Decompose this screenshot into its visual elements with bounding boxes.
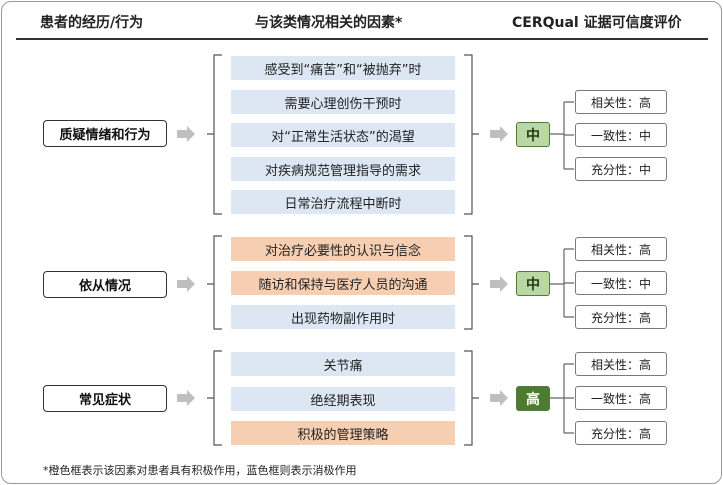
- header-divider: [16, 38, 708, 40]
- confidence-badge: 中: [516, 271, 550, 296]
- criterion-box: 充分性：中: [575, 157, 667, 181]
- confidence-badge: 高: [516, 386, 550, 411]
- criteria-connector: [550, 363, 574, 434]
- left-bracket: [207, 54, 222, 215]
- criterion-box: 一致性：中: [575, 123, 667, 147]
- factor-box: 积极的管理策略: [231, 421, 455, 445]
- criteria-connector: [550, 248, 574, 318]
- factor-box: 对治疗必要性的认识与信念: [231, 237, 455, 261]
- criteria-connector: [550, 101, 574, 170]
- arrow-icon: [490, 390, 508, 406]
- factor-box: 对疾病规范管理指导的需求: [231, 157, 455, 181]
- category-box: 质疑情绪和行为: [43, 120, 167, 147]
- footnote: *橙色框表示该因素对患者具有积极作用，蓝色框则表示消极作用: [43, 464, 357, 477]
- confidence-badge: 中: [516, 122, 550, 147]
- factor-box: 对“正常生活状态”的渴望: [231, 123, 455, 147]
- criterion-box: 相关性：高: [575, 352, 667, 376]
- arrow-icon: [490, 126, 508, 142]
- right-bracket: [464, 350, 479, 446]
- factor-box: 绝经期表现: [231, 387, 455, 411]
- left-bracket: [207, 235, 222, 330]
- right-bracket: [464, 54, 479, 215]
- category-box: 常见症状: [43, 385, 167, 412]
- criterion-box: 一致性：高: [575, 386, 667, 410]
- left-bracket: [207, 350, 222, 446]
- factor-box: 出现药物副作用时: [231, 305, 455, 329]
- arrow-icon: [177, 276, 195, 292]
- right-bracket: [464, 235, 479, 330]
- header-factors: 与该类情况相关的因素*: [255, 15, 403, 31]
- header-cerqual: CERQual 证据可信度评价: [512, 15, 682, 31]
- arrow-icon: [177, 126, 195, 142]
- arrow-icon: [490, 276, 508, 292]
- category-box: 依从情况: [43, 271, 167, 298]
- factor-box: 关节痛: [231, 352, 455, 376]
- arrow-icon: [177, 390, 195, 406]
- factor-box: 随访和保持与医疗人员的沟通: [231, 271, 455, 295]
- criterion-box: 充分性：高: [575, 305, 667, 329]
- criterion-box: 一致性：中: [575, 271, 667, 295]
- factor-box: 需要心理创伤干预时: [231, 90, 455, 114]
- factor-box: 日常治疗流程中断时: [231, 190, 455, 214]
- factor-box: 感受到“痛苦”和“被抛弃”时: [231, 56, 455, 80]
- criterion-box: 相关性：高: [575, 237, 667, 261]
- header-experience: 患者的经历/行为: [40, 15, 144, 31]
- criterion-box: 相关性：高: [575, 90, 667, 114]
- criterion-box: 充分性：高: [575, 421, 667, 445]
